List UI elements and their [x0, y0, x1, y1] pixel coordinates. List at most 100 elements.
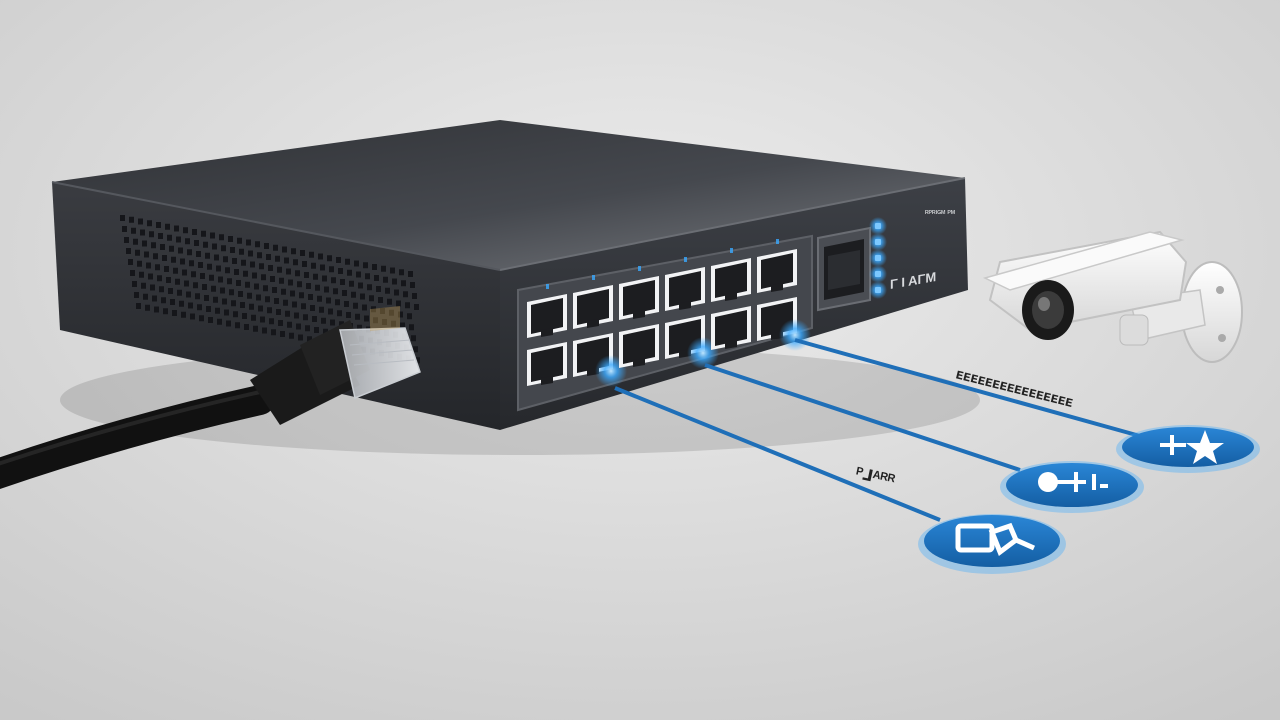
port-indicator — [730, 248, 733, 253]
vent-hole — [351, 291, 356, 298]
vent-hole — [240, 302, 245, 308]
vent-hole — [208, 317, 213, 323]
vent-hole — [153, 253, 158, 260]
vent-hole — [328, 308, 333, 315]
vent-hole — [275, 255, 280, 262]
vent-hole — [195, 293, 200, 300]
vent-hole — [311, 262, 316, 269]
vent-hole — [301, 303, 306, 310]
vent-hole — [198, 262, 203, 268]
vent-hole — [146, 262, 151, 269]
vent-hole — [321, 317, 326, 324]
vent-hole — [285, 310, 290, 317]
vent-hole — [243, 270, 248, 277]
vent-hole — [365, 273, 370, 280]
vent-hole — [167, 234, 172, 241]
vent-hole — [155, 264, 160, 271]
vent-hole — [263, 285, 268, 292]
vent-hole — [337, 310, 342, 317]
vent-hole — [187, 249, 192, 256]
vent-hole — [319, 306, 324, 313]
rj45-port — [757, 249, 797, 293]
vent-hole — [345, 258, 350, 265]
vent-hole — [217, 318, 222, 325]
vent-hole — [364, 315, 369, 322]
vent-hole — [183, 227, 188, 234]
vent-hole — [147, 220, 152, 227]
vent-hole — [190, 313, 195, 320]
vent-hole — [299, 292, 304, 299]
vent-hole — [158, 233, 163, 239]
vent-hole — [387, 298, 392, 305]
vent-hole — [230, 247, 235, 253]
vent-hole — [196, 251, 201, 257]
port-indicator — [546, 284, 549, 289]
vent-hole — [282, 246, 287, 253]
vent-hole — [152, 295, 157, 302]
vent-hole — [396, 300, 401, 307]
rj45-port — [619, 324, 659, 368]
vent-hole — [170, 299, 175, 305]
vent-hole — [254, 283, 259, 290]
vent-hole — [204, 295, 209, 301]
vent-hole — [306, 283, 311, 289]
vent-hole — [151, 242, 156, 249]
vent-hole — [201, 230, 206, 237]
vent-hole — [218, 276, 223, 283]
link-line-3 — [614, 386, 941, 522]
vent-hole — [213, 296, 218, 303]
vent-hole — [144, 251, 149, 258]
vent-hole — [160, 244, 165, 250]
vent-hole — [291, 248, 296, 255]
status-led — [875, 239, 881, 245]
vent-hole — [335, 299, 340, 306]
vent-hole — [304, 272, 309, 278]
port-led-glow — [779, 319, 811, 351]
vent-hole — [276, 309, 281, 315]
vent-hole — [288, 279, 293, 286]
vent-hole — [372, 264, 377, 270]
vent-hole — [272, 287, 277, 293]
vent-hole — [141, 282, 146, 289]
vent-hole — [197, 304, 202, 311]
vent-hole — [219, 234, 224, 241]
vent-hole — [162, 255, 167, 261]
vent-hole — [362, 304, 367, 311]
status-led — [875, 255, 881, 261]
vent-hole — [376, 286, 381, 292]
vent-hole — [177, 289, 182, 296]
vent-hole — [399, 269, 404, 276]
vent-hole — [142, 240, 147, 247]
vent-hole — [414, 304, 419, 310]
vent-hole — [322, 275, 327, 282]
switch-top — [52, 120, 965, 270]
vent-hole — [172, 310, 177, 316]
vent-hole — [271, 329, 276, 336]
vent-hole — [327, 255, 332, 262]
vent-hole — [412, 293, 417, 299]
device-badge-plug — [1000, 461, 1144, 513]
vent-hole — [215, 307, 220, 314]
vent-hole — [192, 229, 197, 235]
vent-hole — [336, 257, 341, 263]
vent-hole — [161, 297, 166, 304]
vent-hole — [318, 253, 323, 260]
vent-hole — [281, 288, 286, 295]
vent-hole — [411, 335, 416, 342]
vent-hole — [150, 284, 155, 291]
link-line-2 — [704, 363, 1021, 472]
vent-hole — [122, 226, 127, 232]
rj45-port — [527, 294, 567, 338]
vent-hole — [193, 282, 198, 289]
vent-hole — [355, 313, 360, 320]
rj45-port — [711, 306, 751, 350]
vent-hole — [258, 305, 263, 312]
vent-hole — [286, 268, 291, 275]
vent-hole — [136, 303, 141, 309]
status-led — [875, 271, 881, 277]
vent-hole — [293, 259, 298, 266]
vent-hole — [244, 324, 249, 330]
vent-hole — [382, 319, 387, 325]
vent-hole — [120, 215, 125, 221]
